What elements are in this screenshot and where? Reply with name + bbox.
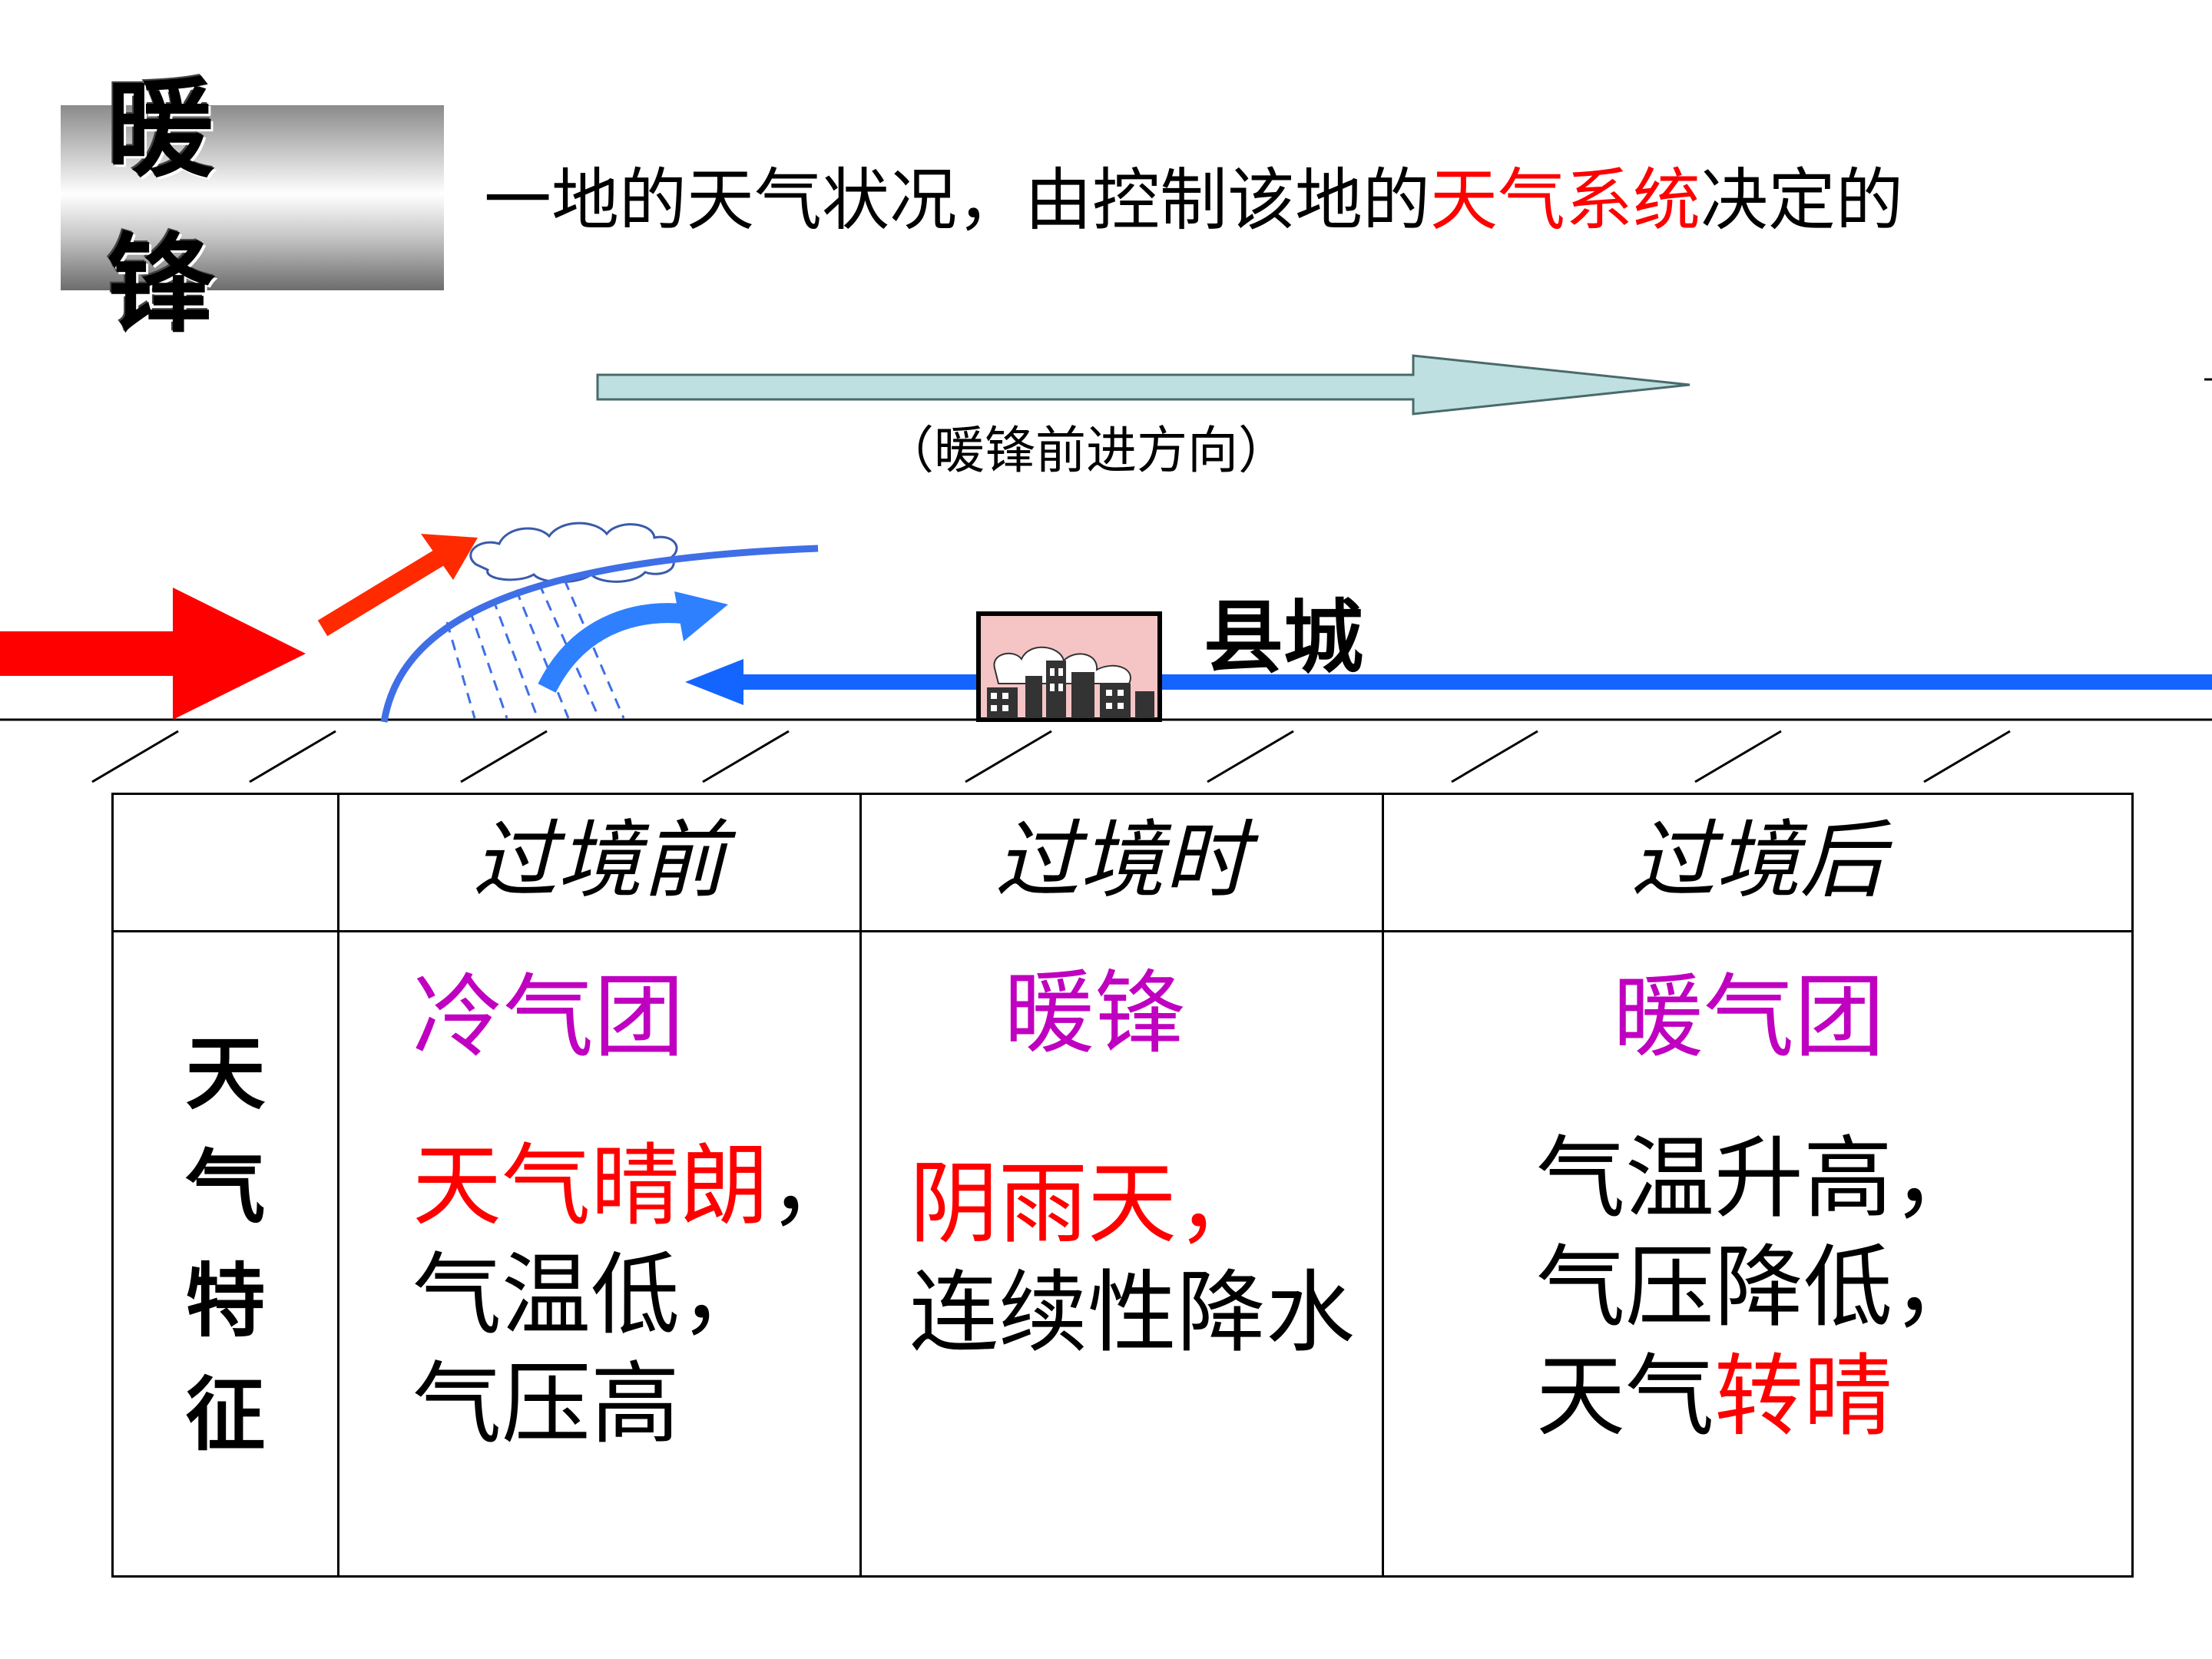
front-table: 过境前 过境时 过境后 天 气 特 征 冷气团 天气晴朗， 气温低， 气压高 暖… — [111, 793, 2134, 1578]
before-line2: 气温低， — [412, 1243, 769, 1347]
rising-warm-air-head — [421, 534, 478, 580]
county-building-icon — [976, 611, 1162, 722]
warm-air-arrow — [0, 588, 306, 720]
front-surface — [380, 545, 819, 723]
before-line1: 天气晴朗， — [412, 1134, 858, 1238]
cloud-icon — [469, 522, 678, 584]
front-label-during: 暖锋 — [1004, 960, 1186, 1066]
weather-features-row: 天 气 特 征 冷气团 天气晴朗， 气温低， 气压高 暖锋 阴雨天， 连续性降水… — [111, 930, 2134, 1578]
front-diagram — [0, 354, 2212, 783]
header-after: 过境后 — [1382, 793, 2134, 932]
air-mass-before: 冷气团 — [412, 964, 685, 1070]
ground-hatches — [91, 730, 2011, 783]
advance-direction-arrow — [596, 354, 1690, 416]
header-before: 过境前 — [337, 793, 862, 932]
cell-during: 暖锋 阴雨天， 连续性降水 — [859, 930, 1384, 1578]
direction-caption: （暖锋前进方向） — [883, 421, 1289, 480]
cold-air-curl — [538, 603, 693, 694]
during-line1: 阴雨天， — [909, 1152, 1266, 1256]
row-label: 天 气 特 征 — [111, 930, 339, 1578]
after-line3: 天气转晴 — [1536, 1345, 1892, 1449]
cold-air-curl-head — [674, 591, 728, 641]
before-line3: 气压高 — [412, 1353, 680, 1456]
headline-highlight: 天气系统 — [1430, 161, 1701, 240]
headline: 一地的天气状况，由控制该地的天气系统决定的 — [484, 146, 1903, 243]
after-line2: 气压降低， — [1536, 1236, 1982, 1339]
headline-before: 一地的天气状况，由控制该地的 — [484, 161, 1431, 240]
headline-after: 决定的 — [1700, 161, 1904, 240]
county-label: 县城 — [1204, 591, 1364, 684]
cell-after: 暖气团 气温升高， 气压降低， 天气转晴 — [1382, 930, 2134, 1578]
after-line1: 气温升高， — [1536, 1127, 1982, 1230]
header-corner — [111, 793, 339, 932]
title: 暖 锋 — [107, 67, 261, 348]
cold-air-head — [685, 659, 743, 705]
during-line2: 连续性降水 — [909, 1261, 1355, 1365]
air-mass-after: 暖气团 — [1613, 964, 1886, 1070]
rising-warm-air-shaft — [317, 548, 447, 637]
cell-before: 冷气团 天气晴朗， 气温低， 气压高 — [337, 930, 862, 1578]
header-during: 过境时 — [859, 793, 1384, 932]
rain-lines — [445, 579, 625, 719]
table-header-row: 过境前 过境时 过境后 — [111, 793, 2134, 932]
title-box: 暖 锋 — [61, 68, 444, 348]
